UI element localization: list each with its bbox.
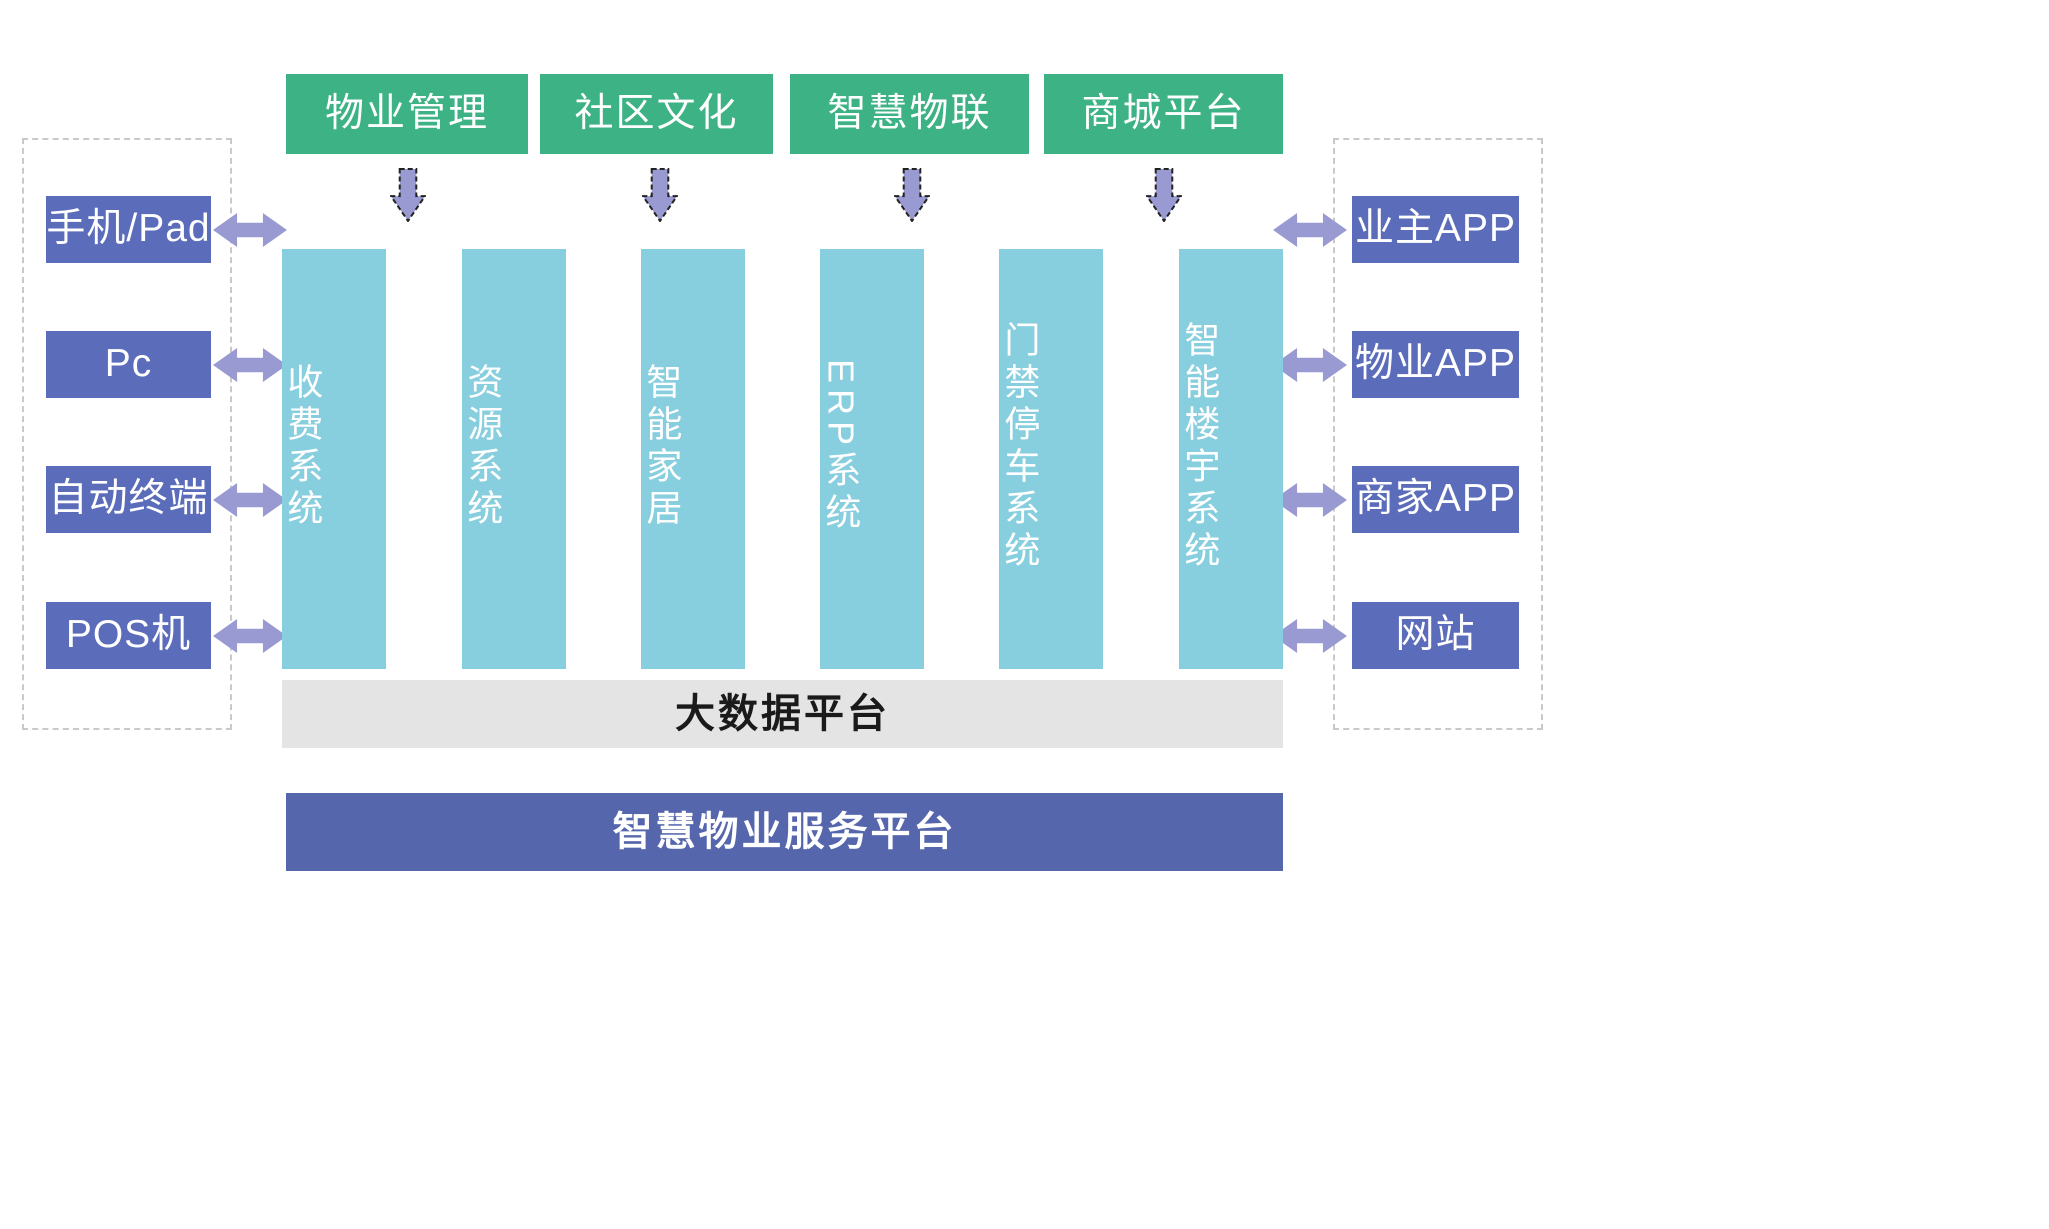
client-connector-arrow-4 [1272, 618, 1348, 654]
device-box-4[interactable]: POS机 [46, 602, 211, 669]
system-column-label: 门禁停车系统 [999, 321, 1041, 573]
big-data-platform-bar[interactable]: 大数据平台 [282, 680, 1283, 748]
down-arrow-mall-platform [1146, 168, 1182, 222]
device-connector-arrow-4 [212, 618, 288, 654]
device-box-3[interactable]: 自动终端 [46, 466, 211, 533]
system-column-4[interactable]: ERP系统 [820, 249, 924, 669]
down-arrow-community-culture [642, 168, 678, 222]
device-connector-arrow-2 [212, 347, 288, 383]
system-column-5[interactable]: 门禁停车系统 [999, 249, 1103, 669]
device-connector-arrow-3 [212, 482, 288, 518]
client-box-4[interactable]: 网站 [1352, 602, 1519, 669]
right-client-group-frame [1333, 138, 1543, 730]
down-arrow-property-management [390, 168, 426, 222]
system-column-label: ERP系统 [820, 358, 862, 536]
channel-box-2[interactable]: 社区文化 [540, 74, 773, 154]
service-platform-bar[interactable]: 智慧物业服务平台 [286, 793, 1283, 871]
system-column-1[interactable]: 收费系统 [282, 249, 386, 669]
client-connector-arrow-1 [1272, 212, 1348, 248]
device-box-1[interactable]: 手机/Pad [46, 196, 211, 263]
down-arrow-smart-iot [894, 168, 930, 222]
channel-box-1[interactable]: 物业管理 [286, 74, 528, 154]
client-connector-arrow-2 [1272, 347, 1348, 383]
device-box-2[interactable]: Pc [46, 331, 211, 398]
system-column-label: 收费系统 [282, 363, 324, 531]
device-connector-arrow-1 [212, 212, 288, 248]
client-box-3[interactable]: 商家APP [1352, 466, 1519, 533]
left-device-group-frame [22, 138, 232, 730]
channel-box-3[interactable]: 智慧物联 [790, 74, 1029, 154]
system-column-2[interactable]: 资源系统 [462, 249, 566, 669]
channel-box-4[interactable]: 商城平台 [1044, 74, 1283, 154]
system-column-label: 智能楼宇系统 [1179, 321, 1221, 573]
system-column-label: 智能家居 [641, 363, 683, 531]
system-column-label: 资源系统 [462, 363, 504, 531]
client-connector-arrow-3 [1272, 482, 1348, 518]
client-box-2[interactable]: 物业APP [1352, 331, 1519, 398]
client-box-1[interactable]: 业主APP [1352, 196, 1519, 263]
system-column-6[interactable]: 智能楼宇系统 [1179, 249, 1283, 669]
system-column-3[interactable]: 智能家居 [641, 249, 745, 669]
